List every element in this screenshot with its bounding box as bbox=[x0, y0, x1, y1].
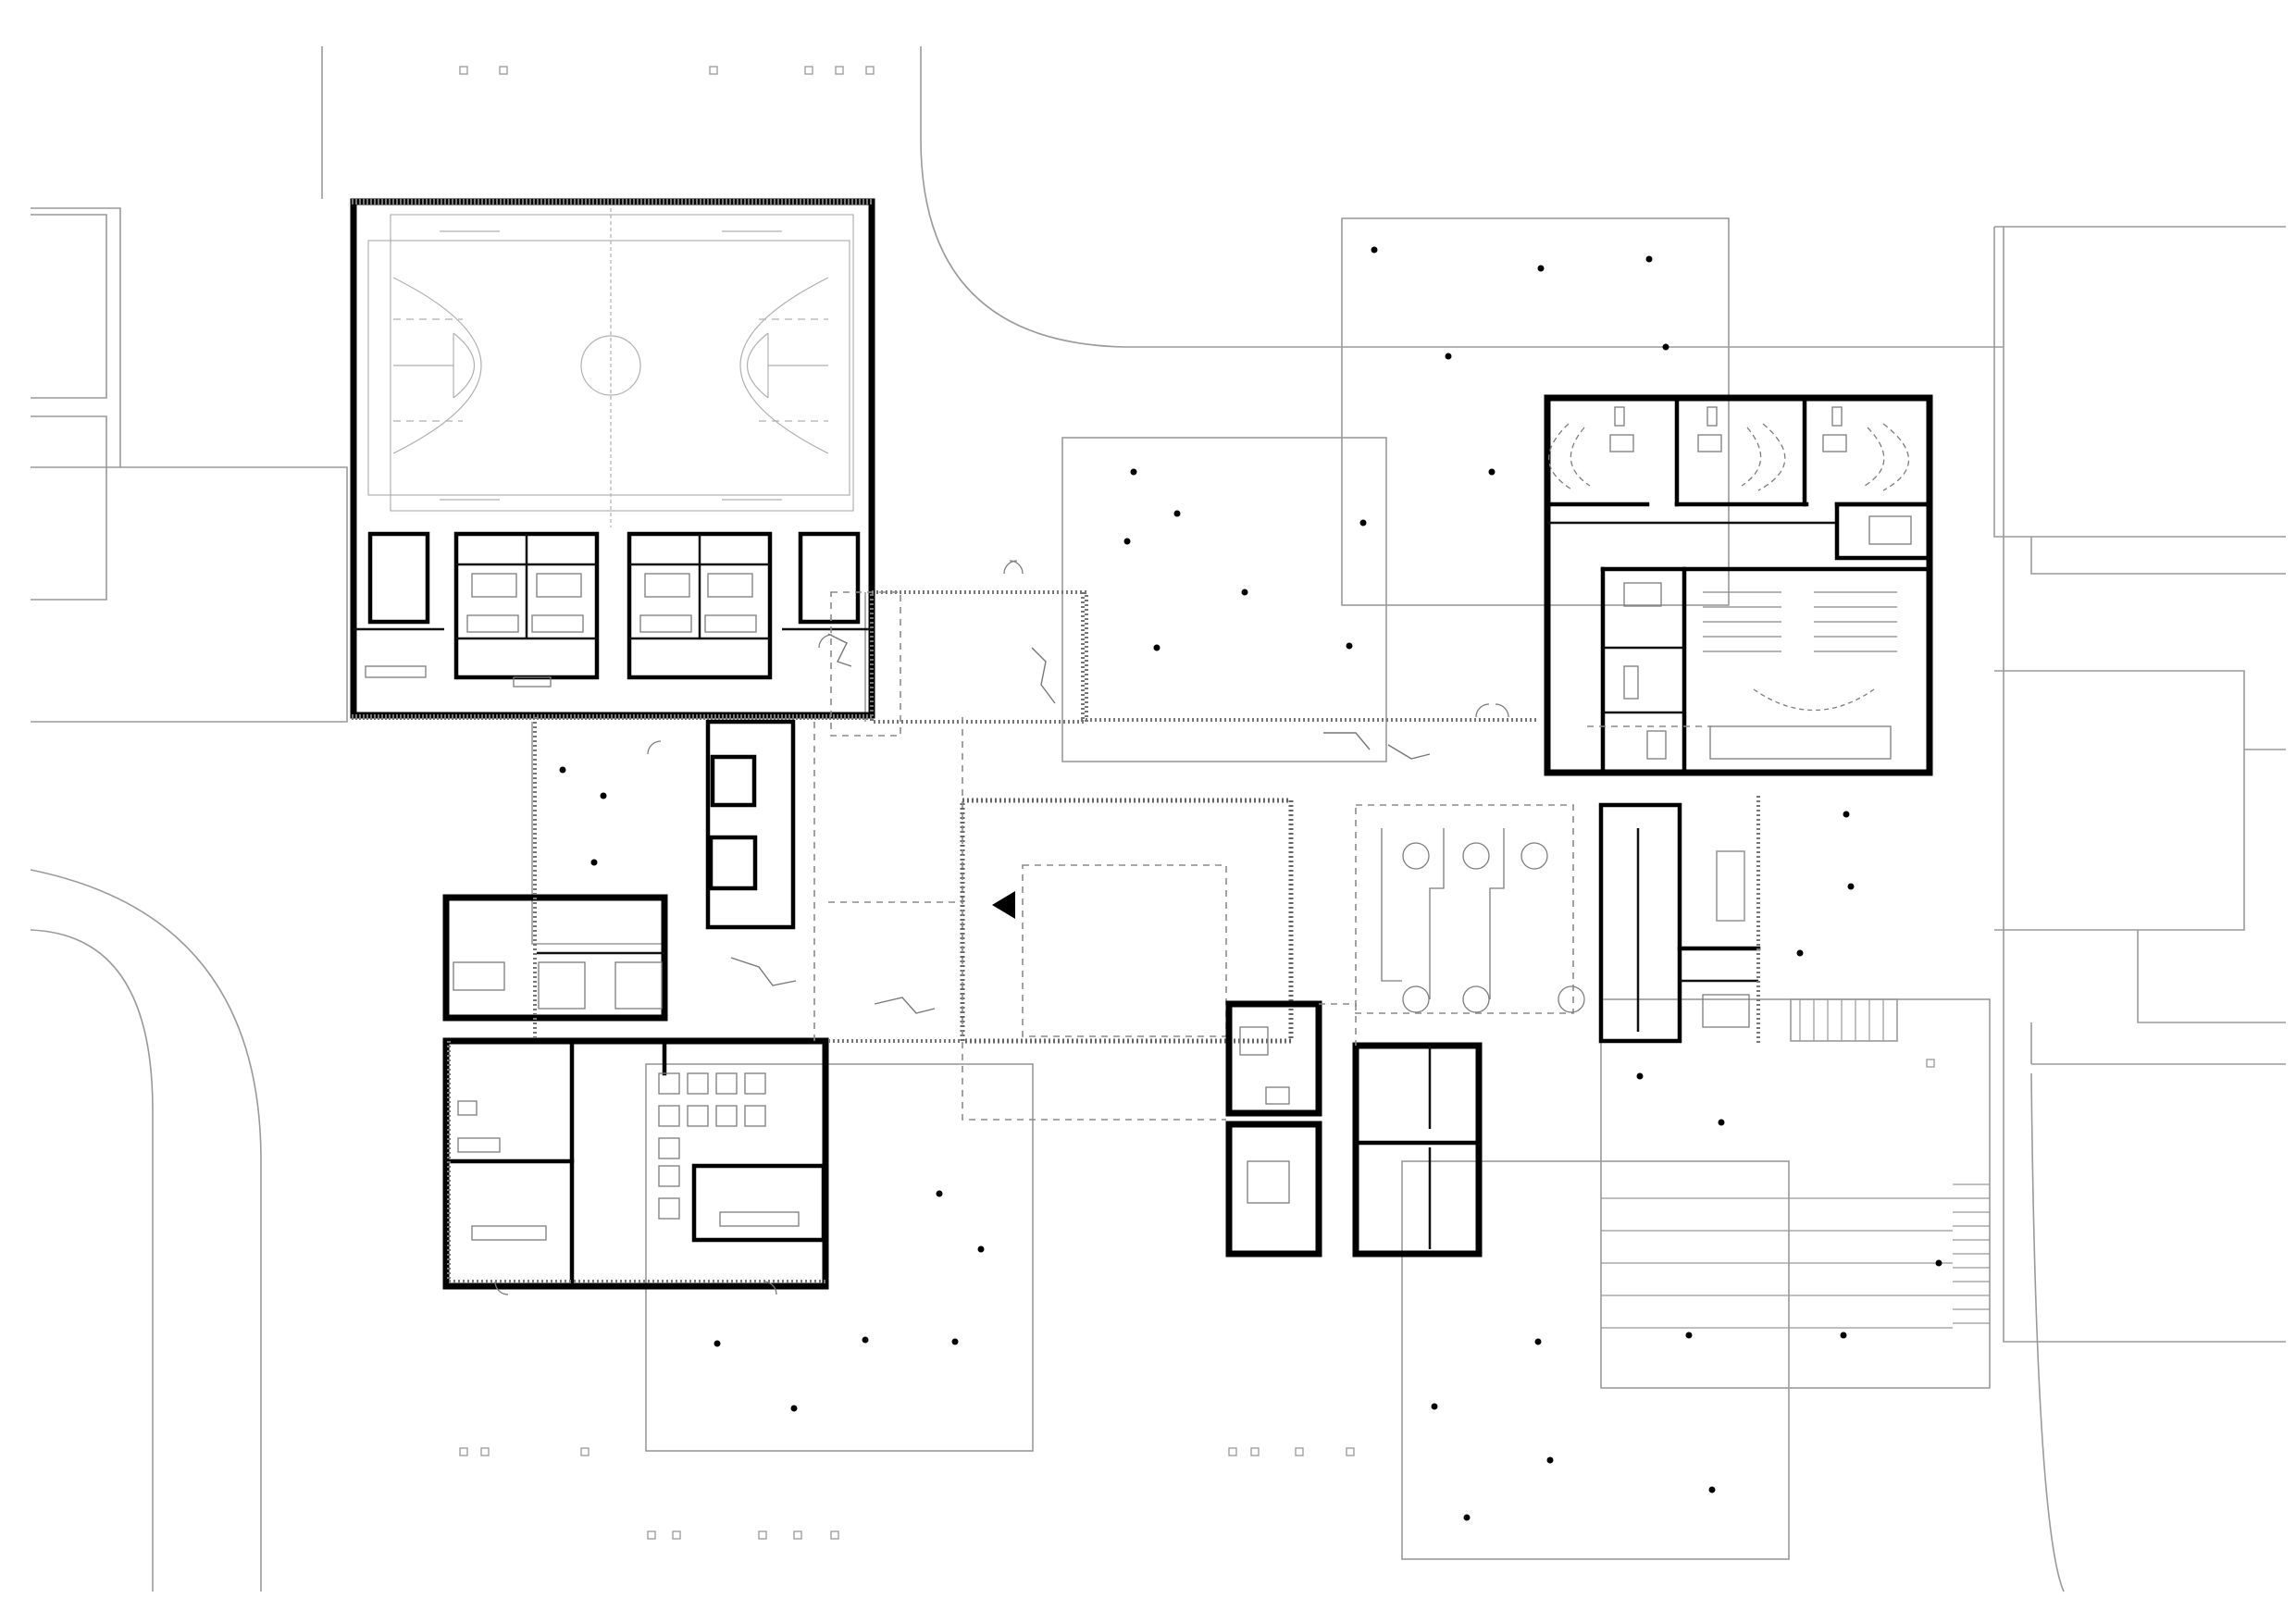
tree-marker bbox=[936, 1190, 943, 1197]
tree-marker bbox=[951, 1338, 959, 1345]
tree-marker bbox=[977, 1245, 985, 1253]
west-block bbox=[442, 719, 829, 1290]
door-swings bbox=[494, 560, 1509, 1295]
site-context-lines bbox=[30, 46, 2286, 1592]
central-hall bbox=[533, 590, 1536, 1121]
dining-tables bbox=[658, 1072, 766, 1220]
changing-rooms bbox=[354, 531, 872, 688]
east-dining-block bbox=[1355, 796, 1761, 1046]
tree-marker bbox=[1840, 1332, 1847, 1339]
basketball-court bbox=[367, 208, 854, 527]
north-east-classroom-block bbox=[1544, 394, 1933, 776]
auditorium bbox=[1703, 591, 1897, 760]
tree-marker bbox=[1718, 1119, 1725, 1126]
tree-marker bbox=[1708, 1486, 1716, 1493]
sports-hall-block bbox=[350, 198, 875, 720]
tree-marker bbox=[559, 766, 566, 774]
tree-marker bbox=[1534, 1338, 1542, 1345]
tree-marker bbox=[1636, 1072, 1644, 1080]
tree-marker bbox=[590, 859, 598, 866]
tree-marker bbox=[1546, 1456, 1554, 1464]
tree-marker bbox=[1662, 343, 1669, 351]
tree-marker bbox=[1847, 883, 1855, 890]
parking-posts bbox=[459, 66, 1935, 1540]
tree-marker bbox=[1431, 1403, 1438, 1410]
west-stair bbox=[705, 719, 796, 930]
stairs bbox=[1601, 998, 1990, 1329]
tree-marker bbox=[1685, 1332, 1693, 1339]
tree-marker bbox=[1153, 644, 1160, 651]
classroom-seating bbox=[1548, 406, 1912, 545]
tree-marker bbox=[1645, 255, 1653, 263]
tree-markers bbox=[559, 246, 1942, 1521]
tree-marker bbox=[1123, 538, 1131, 545]
tree-marker bbox=[1445, 353, 1452, 360]
entrance-arrow-icon bbox=[992, 891, 1015, 919]
tree-marker bbox=[1173, 510, 1181, 517]
tree-marker bbox=[1935, 1259, 1942, 1267]
east-stair bbox=[1716, 850, 1745, 922]
south-service-block bbox=[1225, 1000, 1483, 1258]
tree-marker bbox=[1463, 1514, 1471, 1521]
tree-marker bbox=[714, 1340, 721, 1347]
tree-marker bbox=[1488, 468, 1496, 476]
tree-marker bbox=[1796, 949, 1804, 957]
tree-marker bbox=[1359, 519, 1367, 527]
lounge-benches bbox=[730, 633, 1431, 1014]
tree-marker bbox=[1843, 811, 1850, 818]
bench-icon bbox=[1381, 828, 1585, 1013]
tree-marker bbox=[1371, 246, 1378, 254]
tree-marker bbox=[1346, 642, 1353, 650]
tree-marker bbox=[600, 792, 607, 799]
tree-marker bbox=[1241, 588, 1248, 596]
tree-marker bbox=[862, 1336, 869, 1344]
tree-marker bbox=[790, 1405, 798, 1412]
tree-marker bbox=[1130, 468, 1137, 476]
tree-marker bbox=[1537, 265, 1545, 272]
